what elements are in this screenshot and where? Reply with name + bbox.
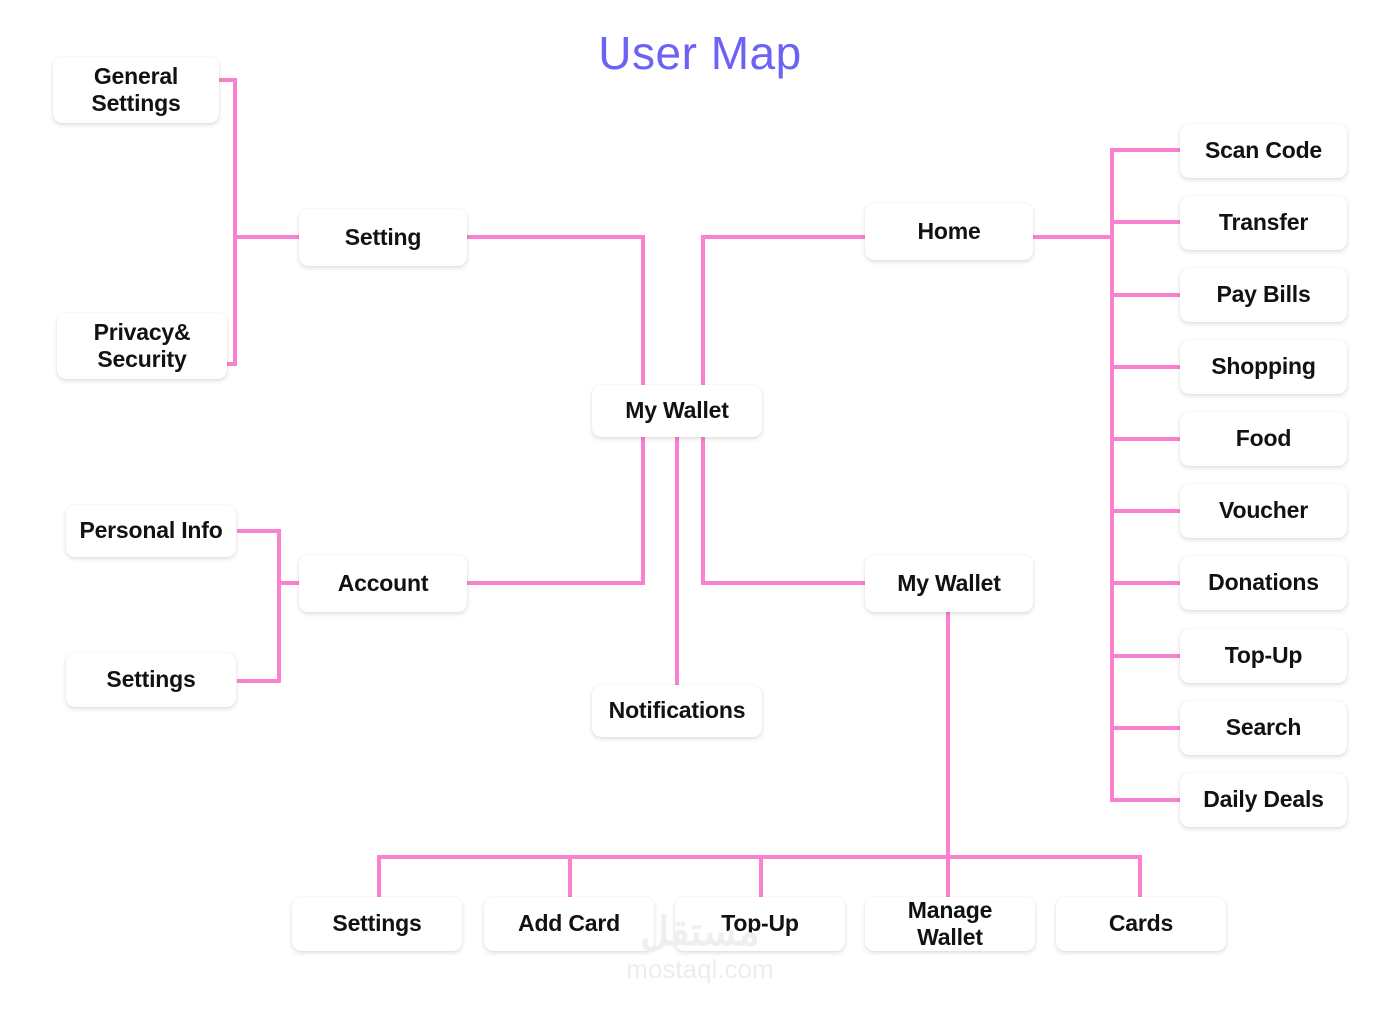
node-shopping[interactable]: Shopping bbox=[1180, 340, 1347, 394]
node-label: Privacy& Security bbox=[93, 318, 191, 372]
node-donations[interactable]: Donations bbox=[1180, 556, 1347, 610]
node-label: Shopping bbox=[1211, 353, 1316, 380]
wire-branch-food bbox=[1110, 437, 1182, 441]
wire-branch-pay-bills bbox=[1110, 293, 1182, 297]
node-bottom-manage-wallet[interactable]: Manage Wallet bbox=[865, 897, 1035, 951]
wire-home-to-wallet-h bbox=[701, 235, 867, 239]
node-notifications[interactable]: Notifications bbox=[592, 685, 762, 737]
wire-home-to-column bbox=[1033, 235, 1114, 239]
node-label: Cards bbox=[1108, 910, 1174, 937]
wire-branch-top-up bbox=[1110, 654, 1182, 658]
node-setting[interactable]: Setting bbox=[299, 209, 467, 266]
node-general-settings[interactable]: General Settings bbox=[53, 57, 219, 123]
wire-account-to-wallet-v bbox=[641, 433, 645, 585]
wire-setting-to-wallet-h bbox=[467, 235, 645, 239]
wire-settings-left-stub bbox=[237, 679, 281, 683]
node-settings-left[interactable]: Settings bbox=[66, 653, 236, 707]
wire-drop-add-card bbox=[568, 855, 572, 897]
node-label: Top-Up bbox=[721, 910, 799, 937]
wire-drop-manage-wallet bbox=[946, 855, 950, 897]
node-label: Transfer bbox=[1218, 209, 1309, 236]
wire-home-to-wallet-v bbox=[701, 235, 705, 390]
node-label: Add Card bbox=[518, 910, 620, 937]
node-label: Settings bbox=[106, 666, 196, 693]
node-privacy-security[interactable]: Privacy& Security bbox=[57, 313, 227, 379]
wire-branch-donations bbox=[1110, 581, 1182, 585]
wire-general-settings-stub bbox=[217, 78, 237, 82]
page-title: User Map bbox=[598, 27, 802, 79]
node-transfer[interactable]: Transfer bbox=[1180, 196, 1347, 250]
node-daily-deals[interactable]: Daily Deals bbox=[1180, 773, 1347, 827]
node-label: Food bbox=[1235, 425, 1292, 452]
node-account[interactable]: Account bbox=[299, 555, 467, 612]
wire-branch-daily-deals bbox=[1110, 798, 1182, 802]
node-label: Home bbox=[917, 217, 981, 244]
node-label: Settings bbox=[332, 910, 422, 937]
node-pay-bills[interactable]: Pay Bills bbox=[1180, 268, 1347, 322]
wire-account-in bbox=[277, 581, 301, 585]
node-label: Account bbox=[337, 569, 429, 596]
wire-branch-shopping bbox=[1110, 365, 1182, 369]
wire-right-column-spine bbox=[1110, 148, 1114, 802]
node-my-wallet-center[interactable]: My Wallet bbox=[592, 385, 762, 437]
node-bottom-top-up[interactable]: Top-Up bbox=[675, 897, 845, 951]
node-top-up-right[interactable]: Top-Up bbox=[1180, 629, 1347, 683]
wire-branch-scan-code bbox=[1110, 148, 1182, 152]
wire-setting-to-wallet-v bbox=[641, 235, 645, 390]
node-label: Scan Code bbox=[1204, 137, 1323, 164]
node-scan-code[interactable]: Scan Code bbox=[1180, 124, 1347, 178]
node-label: Donations bbox=[1208, 569, 1319, 596]
node-label: Pay Bills bbox=[1216, 281, 1311, 308]
node-label: Daily Deals bbox=[1203, 786, 1324, 813]
wire-wallet-to-right-wallet-h bbox=[701, 581, 867, 585]
wire-branch-search bbox=[1110, 726, 1182, 730]
wire-setting-in bbox=[233, 235, 300, 239]
wire-account-spine bbox=[277, 529, 281, 683]
node-label: Top-Up bbox=[1224, 642, 1303, 669]
wire-wallet-to-right-wallet-v bbox=[701, 433, 705, 585]
node-home[interactable]: Home bbox=[865, 203, 1033, 260]
wire-right-wallet-down bbox=[946, 610, 950, 857]
node-label: Setting bbox=[344, 223, 422, 250]
node-label: General Settings bbox=[91, 62, 181, 116]
node-label: Search bbox=[1225, 714, 1302, 741]
node-my-wallet-right[interactable]: My Wallet bbox=[865, 555, 1033, 612]
node-bottom-cards[interactable]: Cards bbox=[1056, 897, 1226, 951]
wire-drop-top-up bbox=[759, 855, 763, 897]
wire-wallet-to-notifications bbox=[675, 433, 679, 687]
node-label: Notifications bbox=[608, 697, 746, 724]
wire-privacy-security-stub bbox=[217, 362, 237, 366]
wire-setting-spine bbox=[233, 78, 237, 366]
wire-personal-info-stub bbox=[237, 529, 281, 533]
node-label: My Wallet bbox=[897, 569, 1001, 596]
node-voucher[interactable]: Voucher bbox=[1180, 484, 1347, 538]
wire-branch-voucher bbox=[1110, 509, 1182, 513]
wire-drop-settings bbox=[377, 855, 381, 897]
wire-account-to-wallet-h bbox=[467, 581, 645, 585]
node-search[interactable]: Search bbox=[1180, 701, 1347, 755]
node-label: My Wallet bbox=[625, 397, 729, 424]
node-label: Personal Info bbox=[79, 517, 223, 544]
node-bottom-settings[interactable]: Settings bbox=[292, 897, 462, 951]
wire-branch-transfer bbox=[1110, 220, 1182, 224]
node-label: Manage Wallet bbox=[907, 896, 993, 950]
node-bottom-add-card[interactable]: Add Card bbox=[484, 897, 654, 951]
wire-drop-cards bbox=[1138, 855, 1142, 897]
node-personal-info[interactable]: Personal Info bbox=[66, 505, 236, 557]
node-label: Voucher bbox=[1219, 497, 1308, 524]
node-food[interactable]: Food bbox=[1180, 412, 1347, 466]
